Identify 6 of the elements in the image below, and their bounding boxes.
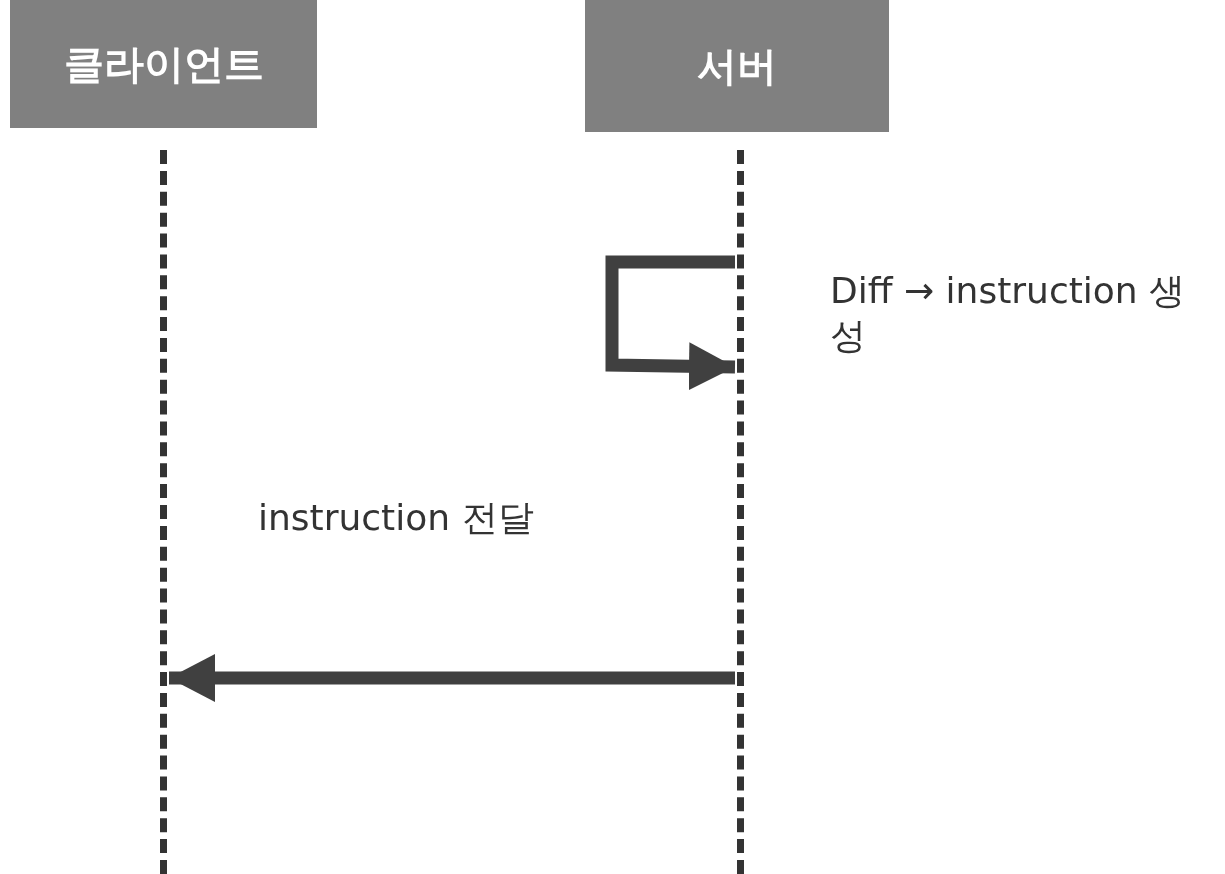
participant-box: 클라이언트 bbox=[10, 0, 317, 128]
lifeline bbox=[737, 150, 744, 874]
lifeline bbox=[160, 150, 167, 874]
participant-box: 서버 bbox=[585, 0, 889, 132]
arrow bbox=[169, 654, 735, 702]
arrow bbox=[605, 255, 736, 391]
